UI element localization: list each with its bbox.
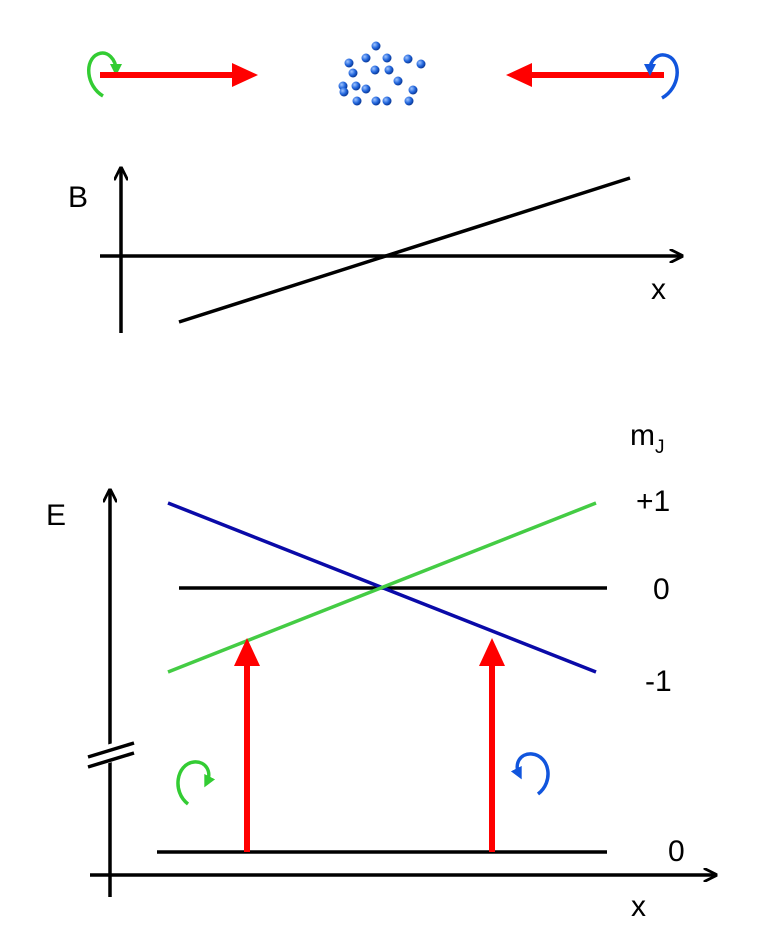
transition-arrow-left [234, 638, 260, 852]
field-plot: B x [68, 168, 682, 333]
energy-y-label: E [46, 499, 66, 532]
energy-plot: E x mJ +1 0 -1 0 [46, 419, 716, 923]
atom-cloud-icon [338, 41, 426, 106]
laser-beam-right-arrow [506, 63, 664, 87]
level-mj-plus-one-line [167, 501, 597, 674]
level-label-zero: 0 [653, 573, 670, 606]
circular-arrow-green-icon [87, 51, 122, 98]
laser-beam-left-arrow [100, 63, 258, 87]
ground-level-label: 0 [668, 835, 685, 868]
mj-header-label: mJ [630, 419, 665, 458]
field-y-label: B [68, 181, 88, 214]
circular-arrow-blue-icon [644, 53, 679, 100]
circular-arrow-blue-icon [510, 752, 550, 796]
axis-break-icon [86, 738, 136, 769]
top-panel [87, 41, 679, 106]
level-label-plus-one: +1 [636, 485, 670, 518]
field-gradient-line [178, 176, 631, 324]
field-x-label: x [651, 273, 666, 306]
circular-arrow-green-icon [176, 760, 216, 806]
energy-x-label: x [631, 890, 646, 923]
transition-arrow-right [479, 638, 505, 852]
level-label-minus-one: -1 [645, 665, 672, 698]
